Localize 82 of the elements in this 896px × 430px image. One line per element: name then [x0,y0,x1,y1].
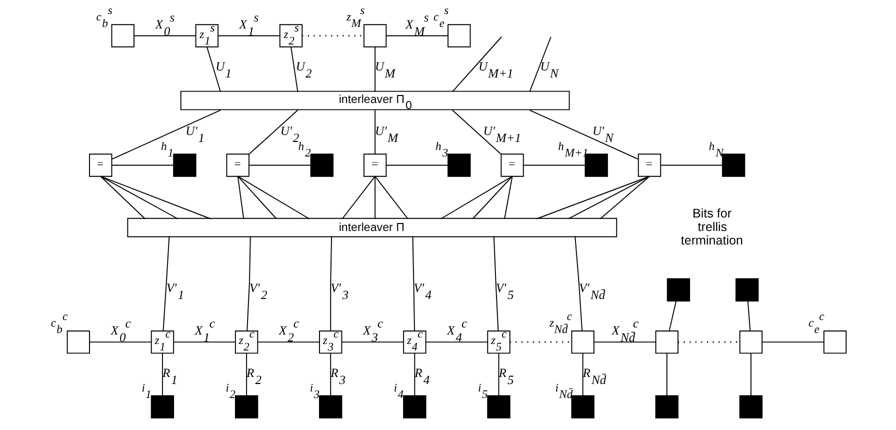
connector [440,176,512,220]
node-box [654,395,678,418]
connector [567,176,650,220]
connector [593,342,656,343]
connector [246,236,250,332]
connector [374,176,376,220]
connector [100,176,211,220]
connector [162,236,170,332]
node-box [150,395,174,418]
connector [746,300,750,332]
node-box: = [88,154,112,177]
label: Bits for trellis termination [680,206,742,248]
node-box [234,395,258,418]
connector [100,176,146,220]
connector [340,342,404,343]
connector [290,46,298,92]
node-box [362,24,386,48]
connector [528,36,551,92]
connector [110,164,174,166]
node-box [172,154,196,177]
connector [750,352,751,396]
connector [668,300,676,332]
node-box [570,330,594,354]
connector [236,176,276,220]
connector [472,176,512,220]
node-box [402,395,426,418]
node-box [110,24,134,48]
connector [133,35,196,36]
connector [492,236,498,332]
connector [236,176,310,220]
connector [256,342,320,343]
connector [341,176,376,220]
connector [599,176,650,220]
node-box: = [226,154,249,177]
connector [425,342,488,343]
connector [522,164,585,166]
node-box [310,154,333,177]
connector [761,342,824,343]
connector [374,110,376,155]
connector [498,352,499,396]
node-box [738,330,762,354]
connector [111,110,220,160]
connector [451,36,502,92]
node-box [822,330,846,354]
node-box [486,395,510,418]
connector [535,176,650,220]
node-box: interleaver Π [126,218,617,238]
node-box [66,330,90,354]
connector [451,110,501,155]
connector [660,164,722,166]
connector [330,352,331,396]
node-box [318,395,342,418]
connector [385,35,448,36]
connector [172,342,236,343]
node-box: = [362,154,386,177]
connector [248,164,310,166]
node-box [447,24,470,48]
connector [504,176,512,220]
connector [385,164,448,166]
connector [374,176,408,220]
connector [248,110,298,155]
node-box [654,330,678,354]
connector [206,46,220,92]
connector [582,352,583,396]
connector [666,352,667,396]
connector [330,236,332,332]
connector [100,176,178,220]
connector [374,46,376,92]
node-box: = [500,154,524,177]
connector [236,176,244,220]
connector [412,236,414,332]
node-box [738,395,762,418]
node-box [735,278,758,302]
node-box [447,154,470,177]
connector [414,352,415,396]
connector [574,236,582,332]
connector [246,352,247,396]
connector [528,110,638,160]
node-box: = [637,154,661,177]
connector [217,35,280,36]
connector [88,342,152,343]
node-box [666,278,690,302]
